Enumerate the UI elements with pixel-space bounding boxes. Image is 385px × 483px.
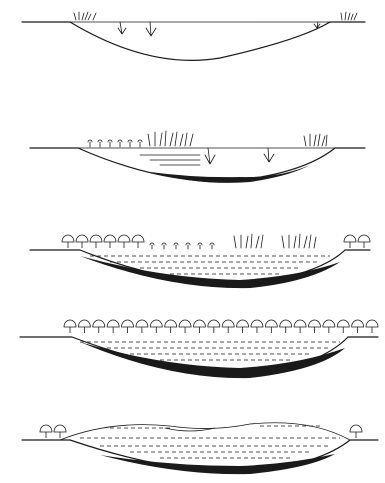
- tree: [165, 320, 177, 333]
- tree: [251, 320, 263, 333]
- tree: [118, 235, 130, 248]
- tree: [132, 235, 144, 248]
- tree: [76, 235, 88, 248]
- tree: [352, 320, 364, 333]
- panel-stage-5: [22, 423, 378, 474]
- submerged-plants: [118, 22, 320, 36]
- tree-row: [64, 320, 378, 333]
- tree-row-left: [62, 235, 144, 248]
- tree: [40, 425, 52, 438]
- bog-hatching: [80, 426, 340, 458]
- tree: [136, 320, 148, 333]
- trees-left: [40, 425, 66, 438]
- reed-cluster: [234, 234, 316, 248]
- panel-stage-1: [22, 12, 365, 60]
- reed-cluster-right: [341, 12, 357, 20]
- tree: [350, 425, 362, 438]
- sediment-hatching: [140, 155, 200, 165]
- trees-right: [350, 425, 362, 438]
- tree: [107, 320, 119, 333]
- shrub-row: [150, 243, 214, 249]
- submerged-plants: [205, 148, 274, 164]
- tree: [222, 320, 234, 333]
- tree: [193, 320, 205, 333]
- tree: [308, 320, 320, 333]
- tree: [90, 235, 102, 248]
- tree: [265, 320, 277, 333]
- panel-stage-2: [30, 131, 365, 183]
- peat-hatching: [80, 342, 340, 360]
- tree: [54, 425, 66, 438]
- shrub-row: [88, 140, 142, 147]
- panel-stage-4: [20, 320, 378, 378]
- tree: [64, 320, 76, 333]
- reed-cluster-left: [74, 12, 96, 20]
- tree: [78, 320, 90, 333]
- reed-cluster-left: [148, 131, 193, 146]
- tree: [150, 320, 162, 333]
- sediment-layer: [150, 165, 310, 183]
- tree: [237, 320, 249, 333]
- tree: [179, 320, 191, 333]
- tree: [294, 320, 306, 333]
- tree: [280, 320, 292, 333]
- tree: [122, 320, 134, 333]
- tree: [93, 320, 105, 333]
- panel-stage-3: [30, 234, 370, 288]
- tree: [323, 320, 335, 333]
- raised-bog-surface: [60, 423, 350, 440]
- tree: [62, 235, 74, 248]
- reed-cluster-right: [304, 134, 327, 146]
- tree: [337, 320, 349, 333]
- peat-hatching: [90, 256, 330, 274]
- tree-row-right: [344, 235, 370, 248]
- tree: [344, 235, 356, 248]
- tree: [104, 235, 116, 248]
- tree: [366, 320, 378, 333]
- tree: [208, 320, 220, 333]
- tree: [358, 235, 370, 248]
- ground-line: [22, 22, 365, 60]
- sediment-layer: [80, 256, 340, 288]
